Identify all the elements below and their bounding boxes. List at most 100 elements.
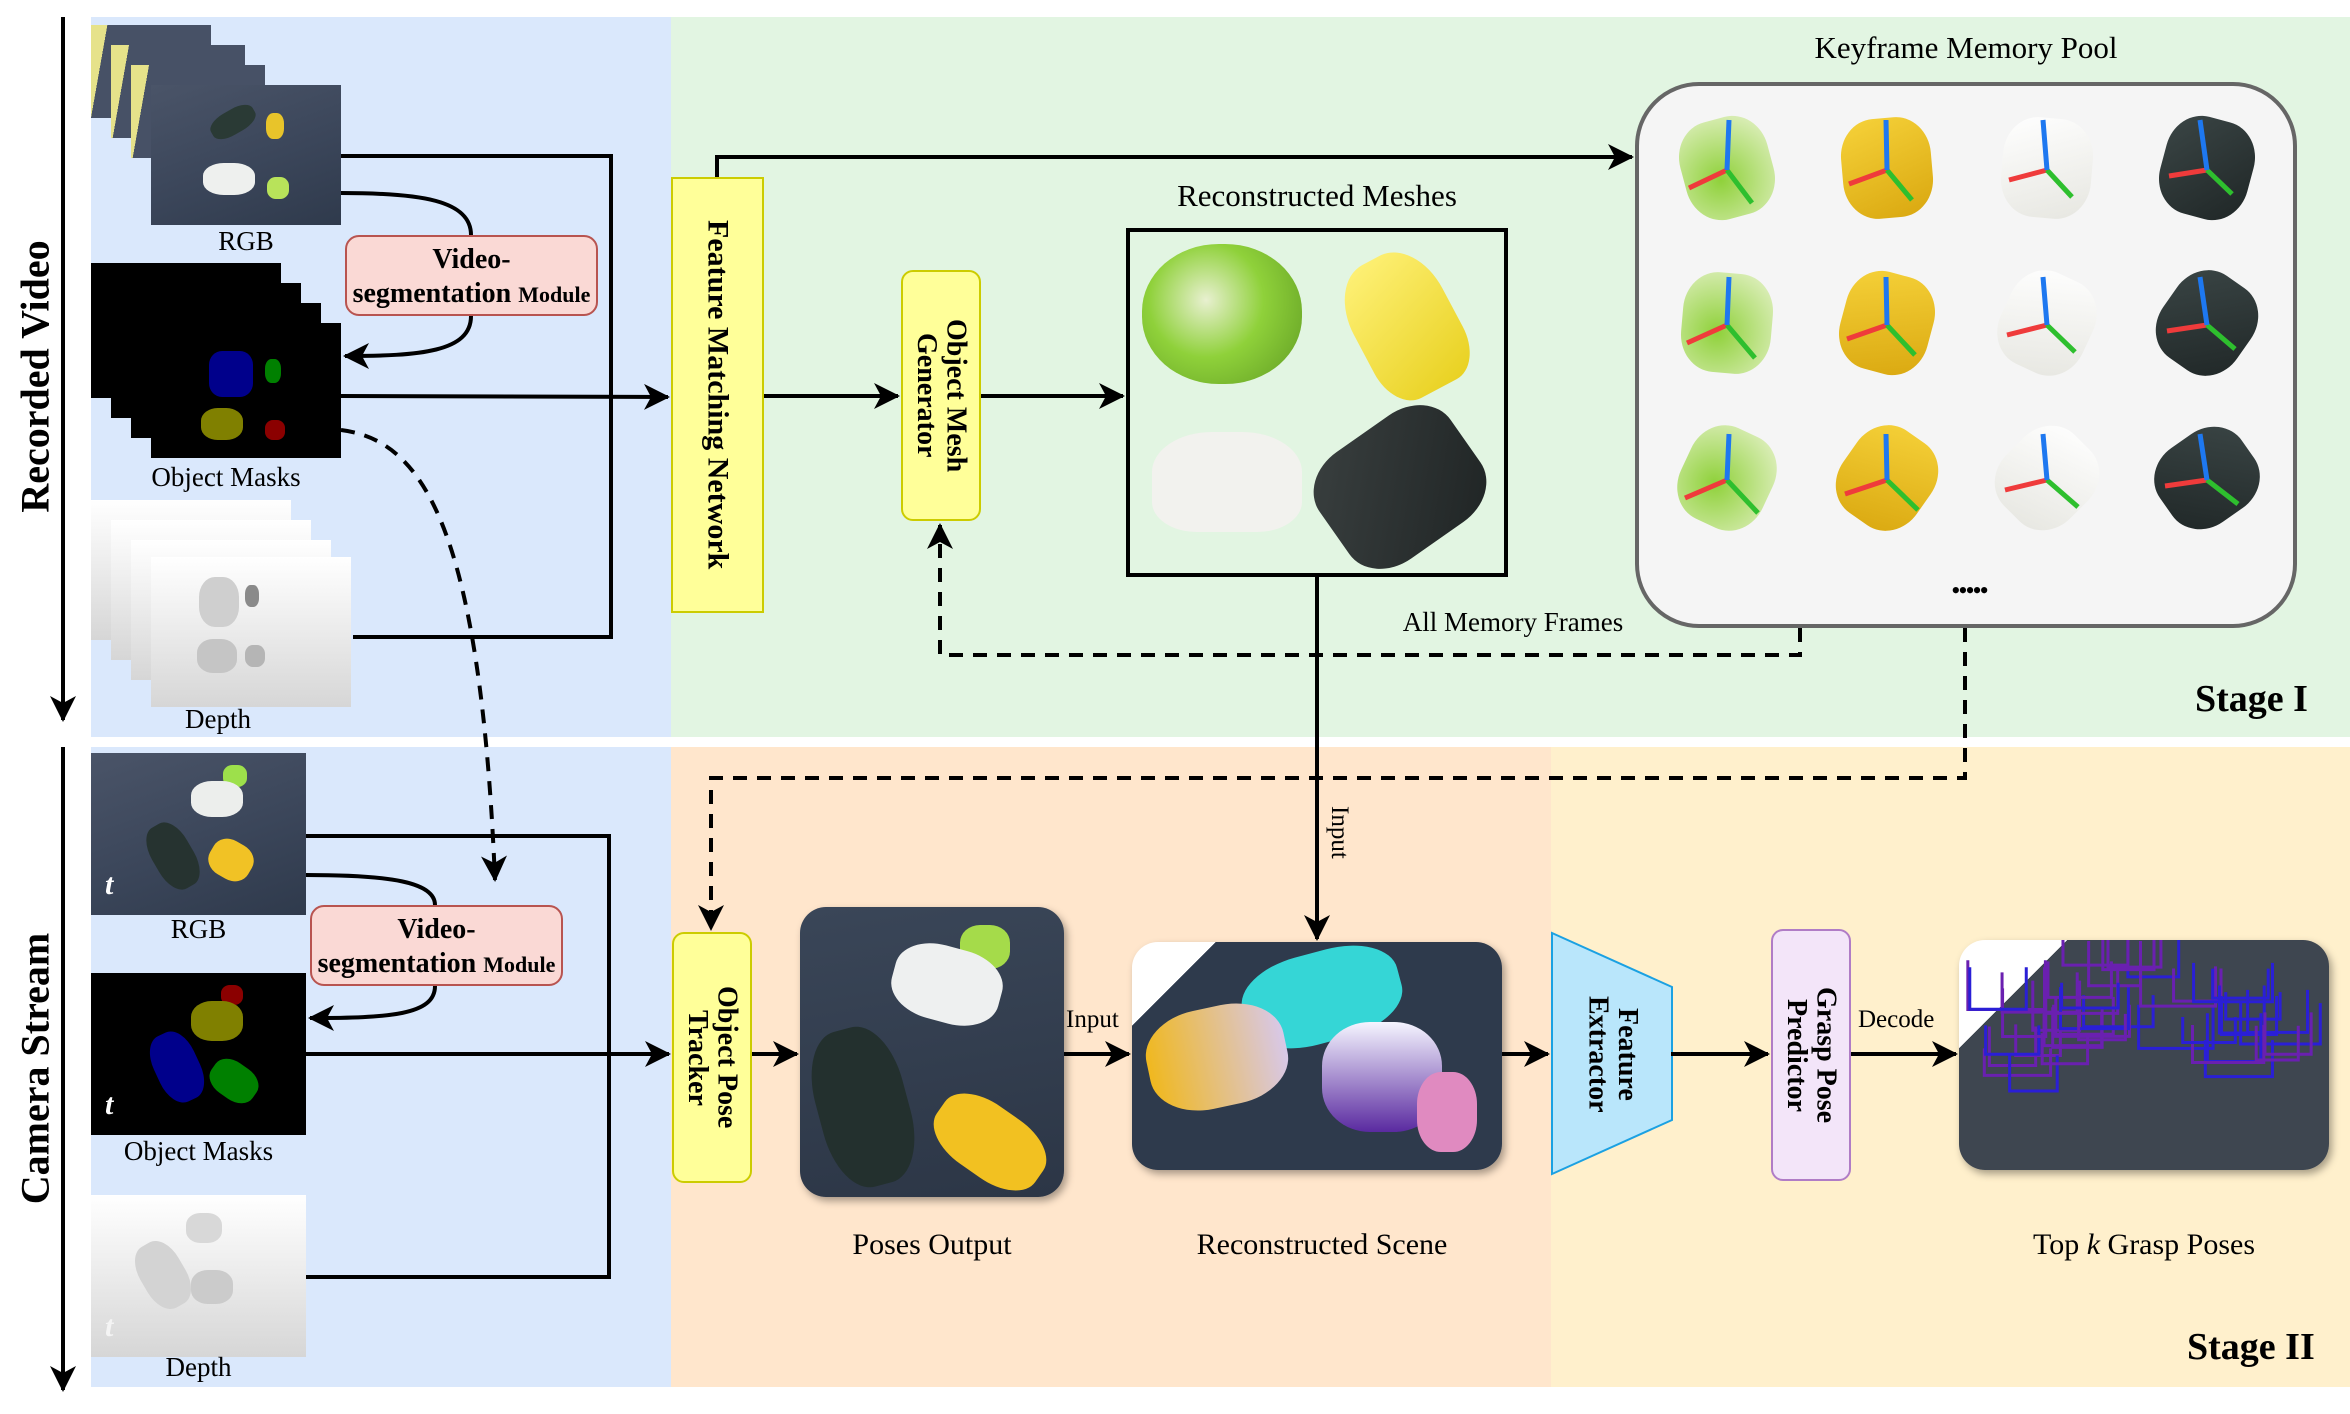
drill-depth [199, 577, 239, 627]
mustard-mask [201, 408, 243, 440]
all-memory-frames-label: All Memory Frames [1402, 607, 1624, 637]
mustard-object [202, 832, 260, 888]
grasp-line [1968, 967, 2028, 1011]
cabbage-depth [245, 585, 259, 607]
grasp-line [2008, 1055, 2059, 1093]
grasp-line [2239, 1003, 2322, 1046]
rgb-frame-current [151, 85, 341, 225]
grasp-line [2077, 1013, 2127, 1042]
keyframe-controller [1987, 108, 2107, 228]
grasp-line [1984, 1025, 2041, 1056]
seg-line2-main: segmentation [352, 277, 512, 309]
drill-object [138, 815, 208, 897]
stage1-rgb-caption: RGB [218, 226, 274, 256]
grasp-line [2101, 940, 2156, 972]
object-mesh-generator-label: Object Mesh Generator [911, 319, 971, 472]
grasp-line [2060, 982, 2120, 1010]
grasp-line [2054, 996, 2115, 1036]
reconstructed-meshes-title: Reconstructed Meshes [1177, 178, 1457, 213]
feature-extractor-label: Feature Extractor [1582, 995, 1643, 1113]
grasp-lines [1966, 940, 2322, 1093]
decode-label: Decode [1858, 1006, 1935, 1033]
recorded-video-axis-label: Recorded Video [12, 240, 58, 513]
grasp-pose-predictor: Grasp Pose Predictor [1771, 929, 1851, 1181]
camera-stream-axis-label: Camera Stream [12, 932, 58, 1205]
mustard-object [920, 1078, 1060, 1197]
mustard-depth [191, 1270, 233, 1304]
stage2-rgb-frame: t [91, 753, 306, 915]
seg-line2-small: Module [483, 951, 556, 977]
pose-axes-icon [1684, 433, 1760, 515]
stage2-masks-caption: Object Masks [123, 1136, 274, 1166]
keyframe-memory-pool: ••••• [1635, 82, 2297, 628]
stage2-mask-frame: t [91, 973, 306, 1135]
fe-line1: Feature [1611, 1007, 1643, 1101]
controller-depth [186, 1213, 222, 1243]
feature-extractor-label-wrap: Feature Extractor [1550, 930, 1675, 1178]
reconstructed-scene-caption: Reconstructed Scene [1196, 1228, 1448, 1261]
time-marker: t [105, 868, 114, 901]
controller-mask [265, 420, 285, 440]
object-pose-tracker-label: Object Pose Tracker [682, 986, 742, 1128]
mustard-depth [197, 639, 237, 673]
drill-object [800, 1018, 928, 1196]
keyframe-cabbage [1665, 413, 1789, 543]
cabbage-mask [203, 1051, 265, 1111]
pose-axes-icon [2168, 119, 2234, 196]
cabbage-object [267, 177, 289, 199]
grasp-line [2254, 1025, 2300, 1062]
grasp-line [2181, 1016, 2237, 1044]
fe-line2: Extractor [1582, 995, 1614, 1113]
pool-ellipsis: ••••• [1951, 576, 1989, 605]
pose-axes-icon [1846, 276, 1917, 357]
stage2-depth-caption: Depth [165, 1352, 232, 1382]
grasp-line [2082, 995, 2155, 1029]
cabbage-pointcloud [1417, 1072, 1477, 1152]
stage2-rgb-caption: RGB [170, 914, 227, 944]
stage1-video-segmentation-module: Video- segmentation Module [345, 235, 598, 316]
seg-line2-small: Module [518, 281, 591, 307]
pose-axes-icon [2006, 276, 2077, 354]
grasp-line [2087, 940, 2142, 988]
mustard-object [266, 113, 284, 139]
pose-axes-icon [1844, 433, 1920, 512]
grasp-line [2203, 1040, 2274, 1079]
grasp-caption-k: k [2086, 1228, 2101, 1261]
grasp-line [2211, 968, 2270, 1000]
grasp-line [2046, 961, 2113, 999]
reconstructed-scene-image [1132, 942, 1502, 1170]
drill-object [206, 99, 260, 145]
controller-object [203, 163, 255, 195]
opt-line2: Tracker [682, 1009, 713, 1106]
keyframe-controller [1979, 410, 2115, 546]
keyframe-pool-title: Keyframe Memory Pool [1814, 30, 2118, 65]
pose-axes-icon [2164, 433, 2240, 506]
keyframe-drill [2147, 108, 2267, 228]
cabbage-mesh [1142, 244, 1302, 384]
controller-mesh [1152, 432, 1302, 532]
cabbage-mask [265, 359, 281, 383]
drill-mask [209, 351, 253, 397]
keyframe-cabbage [1667, 108, 1787, 228]
poses-output-caption: Poses Output [852, 1228, 1012, 1261]
keyframe-controller [1985, 258, 2109, 388]
mustard-mesh [1326, 237, 1484, 412]
pose-axes-icon [1685, 276, 1757, 360]
stage2-video-segmentation-module: Video- segmentation Module [310, 905, 563, 986]
keyframe-drill [2140, 412, 2274, 544]
grasp-line [2224, 992, 2282, 1021]
seg-line1: Video- [397, 914, 476, 945]
grasp-line [2246, 989, 2310, 1034]
grasp-poses-caption: Top k Grasp Poses [1959, 1228, 2329, 1262]
object-pose-tracker: Object Pose Tracker [672, 932, 752, 1183]
gpp-line1: Grasp Pose [1810, 986, 1842, 1124]
stage1-masks-caption: Object Masks [151, 462, 301, 492]
pose-axes-icon [2004, 433, 2080, 509]
omg-line2: Generator [911, 333, 942, 458]
grasp-line [2192, 962, 2274, 1004]
seg-line2-main: segmentation [317, 947, 477, 979]
object-mesh-generator: Object Mesh Generator [901, 270, 981, 521]
seg-line1: Video- [432, 244, 511, 275]
grasp-caption-suffix: Grasp Poses [2100, 1228, 2256, 1261]
pose-axes-icon [1687, 119, 1754, 205]
